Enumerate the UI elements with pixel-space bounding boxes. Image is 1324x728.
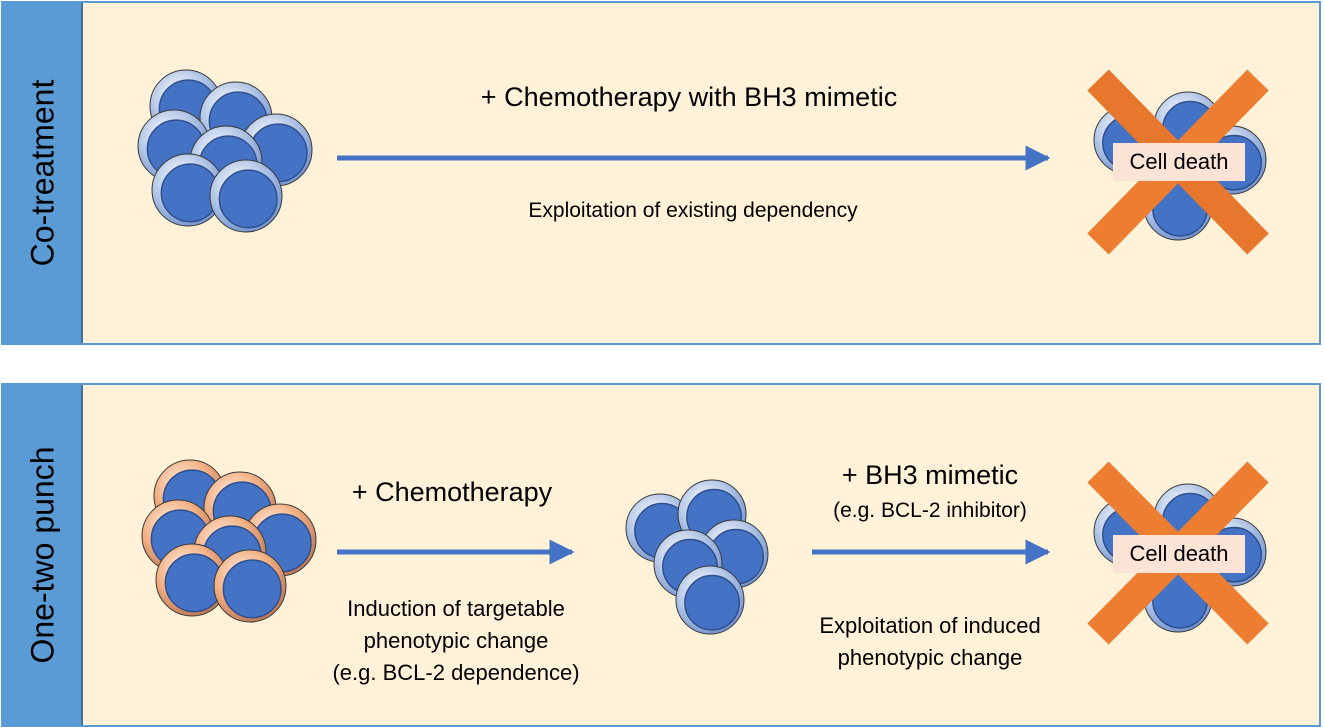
chemotherapy-label: + Chemotherapy	[351, 477, 553, 507]
bcl2-inhibitor-note: (e.g. BCL-2 inhibitor)	[833, 499, 1027, 522]
co-treatment-side-bar: Co-treatment	[3, 3, 83, 343]
induction-sublabel: Induction of targetable phenotypic chang…	[332, 596, 580, 685]
cell-death-label: Cell death	[1113, 143, 1245, 181]
one-two-punch-title: One-two punch	[24, 446, 61, 664]
co-treatment-arrow-label: + Chemotherapy with BH3 mimetic	[480, 82, 898, 112]
exploitation-sublabel: Exploitation of induced phenotypic chang…	[819, 613, 1041, 670]
co-treatment-title: Co-treatment	[24, 79, 61, 267]
one-two-punch-side-bar: One-two punch	[3, 385, 83, 725]
co-treatment-arrow-sublabel: Exploitation of existing dependency	[528, 199, 858, 222]
bh3-mimetic-label: + BH3 mimetic	[841, 460, 1019, 490]
cell-death-label: Cell death	[1113, 535, 1245, 573]
